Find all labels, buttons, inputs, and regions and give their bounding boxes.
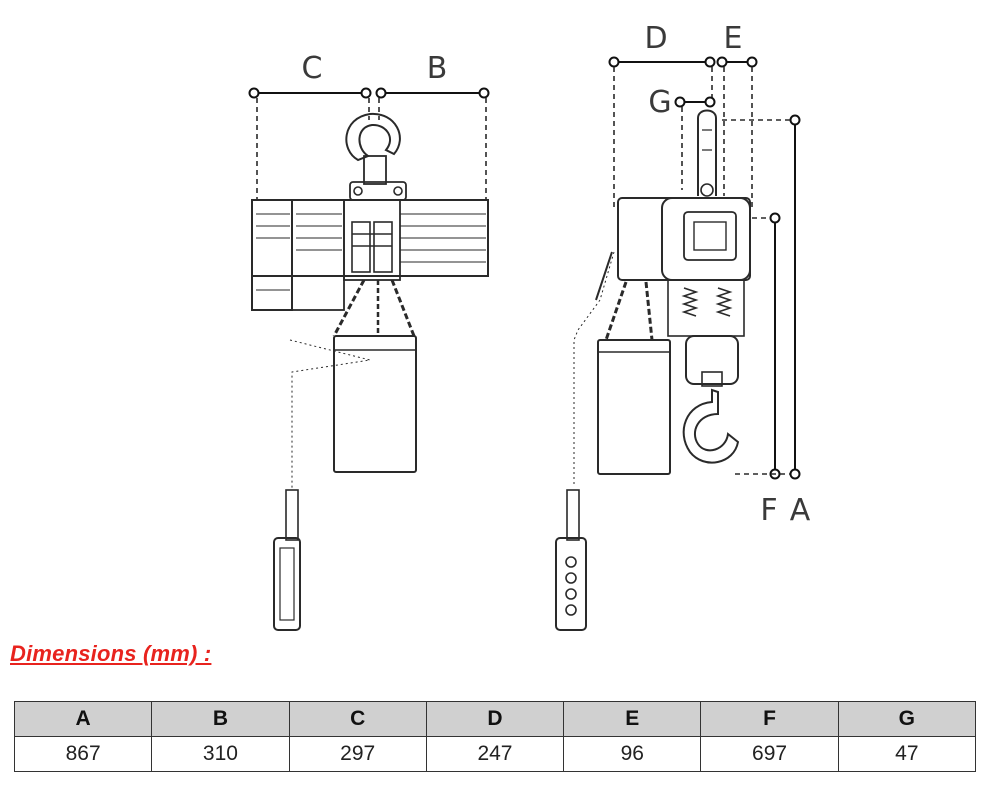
hoist-side-view (555, 56, 801, 631)
dimension-a (722, 114, 801, 480)
label-d: D (644, 21, 667, 56)
pendant-control-side (555, 537, 587, 631)
dimension-c (248, 87, 372, 200)
table-row: 867 310 297 247 96 697 47 (13, 736, 977, 772)
dimension-e (716, 56, 758, 210)
label-a: A (790, 493, 811, 528)
top-hook (345, 112, 401, 162)
header-a: A (13, 701, 153, 737)
dimensions-table: A B C D E F G 867 310 297 247 96 697 47 (13, 701, 977, 772)
header-d: D (425, 701, 565, 737)
value-b: 310 (151, 736, 290, 772)
header-f: F (700, 701, 839, 737)
value-d: 247 (425, 736, 565, 772)
value-f: 697 (700, 736, 839, 772)
header-e: E (563, 701, 702, 737)
chain-bag (333, 335, 417, 473)
bottom-hook (682, 388, 740, 464)
table-header-row: A B C D E F G (13, 701, 977, 737)
value-g: 47 (837, 736, 977, 772)
hoist-front-view (248, 87, 490, 631)
header-g: G (837, 701, 977, 737)
header-c: C (288, 701, 427, 737)
label-e: E (724, 21, 743, 56)
dimension-g (674, 96, 716, 190)
label-f: F (760, 493, 777, 528)
value-c: 297 (288, 736, 427, 772)
dimension-b (375, 87, 490, 200)
hoist-drawing: C B D E G F A (248, 21, 811, 631)
label-g: G (648, 85, 671, 120)
pendant-control (273, 537, 301, 631)
value-e: 96 (563, 736, 702, 772)
value-a: 867 (13, 736, 153, 772)
dimension-f (735, 212, 790, 480)
label-c: C (302, 51, 323, 86)
label-b: B (427, 51, 448, 86)
dimensions-heading: Dimensions (mm) : (10, 641, 212, 666)
chain-bag-side (597, 339, 671, 475)
header-b: B (151, 701, 290, 737)
dimension-d (608, 56, 716, 210)
